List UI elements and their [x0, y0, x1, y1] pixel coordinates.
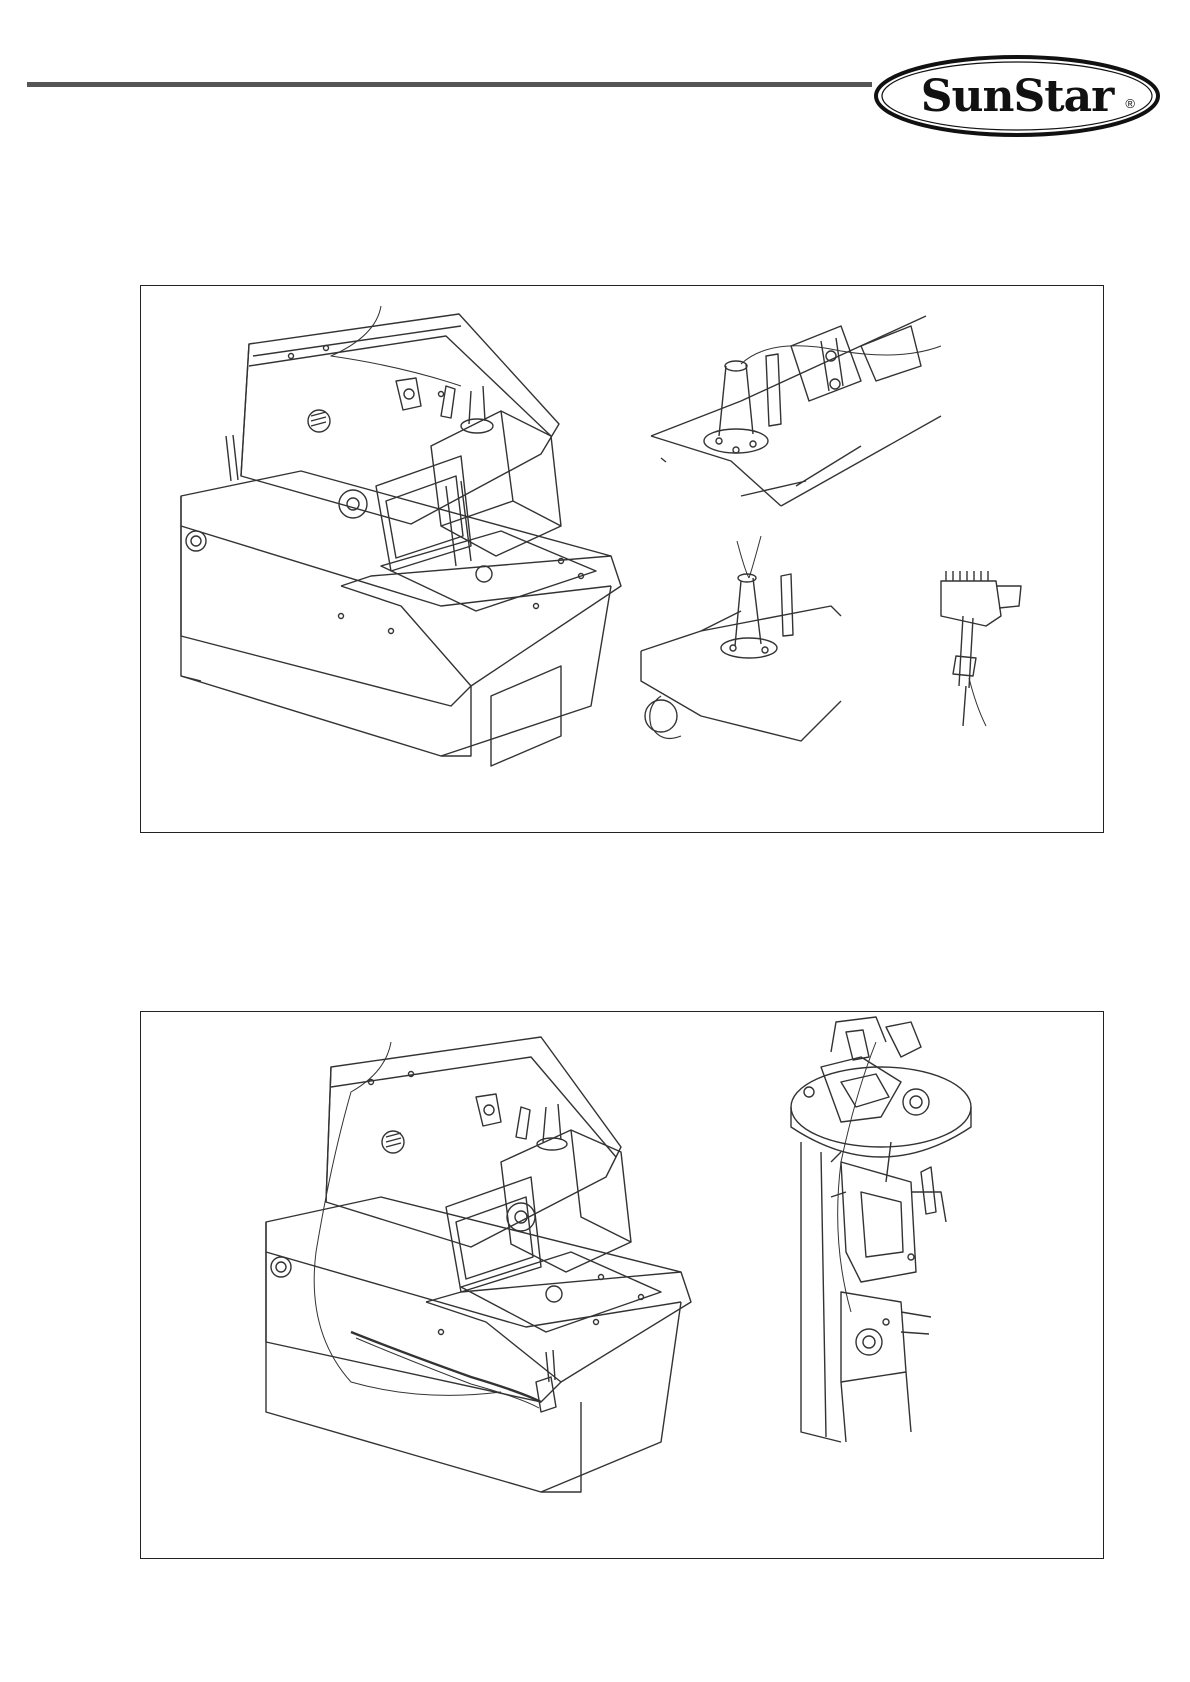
figure-2-frame — [140, 1011, 1104, 1559]
thread-stand-detail-illustration — [651, 316, 941, 506]
figure-1-frame — [140, 285, 1104, 833]
looper-threading-detail-illustration — [791, 1017, 971, 1442]
brand-name: SunStar — [873, 54, 1161, 138]
sewing-machine-illustration — [266, 1037, 691, 1492]
header-rule — [27, 82, 872, 87]
sewing-machine-illustration — [181, 306, 621, 766]
sunstar-logo: SunStar ® — [873, 54, 1161, 138]
needle-threading-detail-illustration — [641, 536, 1021, 741]
registered-mark: ® — [1125, 96, 1135, 111]
